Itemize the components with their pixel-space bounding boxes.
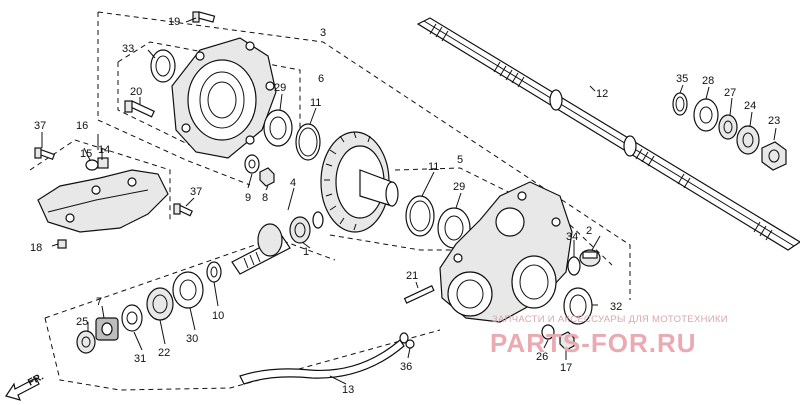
assembly-outline-3 bbox=[97, 11, 631, 300]
part-label-21: 21 bbox=[406, 270, 418, 282]
part-label-30: 30 bbox=[186, 333, 198, 345]
hex-nut bbox=[761, 141, 787, 171]
cap-25 bbox=[76, 330, 96, 354]
grommet-15 bbox=[85, 159, 99, 171]
assembly-outline-5 bbox=[329, 167, 613, 266]
ball-bearing-29-upper bbox=[263, 109, 293, 147]
part-label-23: 23 bbox=[768, 115, 780, 127]
o-ring-11-upper bbox=[295, 123, 321, 161]
clip-36 bbox=[405, 339, 415, 349]
nut-8 bbox=[259, 167, 275, 187]
part-label-11-middle: 11 bbox=[428, 161, 439, 173]
final-gear-case bbox=[439, 181, 573, 323]
part-label-3: 3 bbox=[320, 27, 326, 39]
bearing-22 bbox=[146, 287, 174, 321]
part-label-4: 4 bbox=[290, 177, 296, 189]
leader-lines bbox=[41, 17, 777, 385]
joint-31 bbox=[121, 304, 143, 332]
part-label-33: 33 bbox=[122, 43, 134, 55]
part-label-19: 19 bbox=[168, 16, 180, 28]
part-label-29-middle: 29 bbox=[453, 181, 465, 193]
part-label-2: 2 bbox=[586, 225, 592, 237]
part-label-36: 36 bbox=[400, 361, 412, 373]
part-label-17: 17 bbox=[560, 362, 572, 374]
collar-14 bbox=[97, 157, 109, 169]
bolt-19 bbox=[192, 11, 216, 23]
part-label-16: 16 bbox=[76, 120, 88, 132]
spline-coupler-7 bbox=[95, 317, 119, 341]
collar bbox=[718, 114, 738, 140]
breather-tube-13 bbox=[239, 332, 409, 385]
part-label-8: 8 bbox=[262, 192, 268, 204]
castle-nut bbox=[736, 125, 760, 155]
part-label-31: 31 bbox=[134, 353, 146, 365]
shim-10 bbox=[206, 261, 222, 283]
part-label-6: 6 bbox=[318, 73, 324, 85]
part-label-1: 1 bbox=[303, 246, 309, 258]
drain-bolt-17 bbox=[559, 331, 575, 351]
needle-bearing-1 bbox=[289, 216, 311, 244]
part-label-37-right: 37 bbox=[190, 186, 202, 198]
part-label-28: 28 bbox=[702, 75, 714, 87]
watermark-brand: PARTS-FOR.RU bbox=[490, 328, 697, 358]
part-label-29-upper: 29 bbox=[274, 82, 286, 94]
part-label-24: 24 bbox=[744, 100, 756, 112]
assembly-outline-6 bbox=[117, 41, 301, 151]
part-label-11-upper: 11 bbox=[310, 97, 321, 109]
shim bbox=[312, 211, 324, 229]
bolt-18 bbox=[57, 239, 67, 249]
part-label-37-left: 37 bbox=[34, 120, 46, 132]
part-label-25: 25 bbox=[76, 316, 88, 328]
skid-plate-16 bbox=[37, 169, 169, 233]
part-labels: 1 2 3 4 5 6 7 8 9 10 11 11 12 13 14 15 1… bbox=[30, 16, 780, 396]
front-direction-marker: FR. bbox=[5, 371, 46, 401]
oil-seal-34 bbox=[567, 256, 581, 276]
part-label-20: 20 bbox=[130, 86, 142, 98]
bolt-37-right bbox=[173, 203, 193, 217]
snap-ring bbox=[672, 92, 688, 116]
bearing-holder-cover bbox=[171, 37, 277, 159]
front-arrow-icon bbox=[5, 377, 40, 401]
part-label-14: 14 bbox=[98, 144, 110, 156]
ring-gear bbox=[320, 131, 399, 233]
front-direction-label: FR. bbox=[26, 371, 46, 388]
part-label-15: 15 bbox=[80, 148, 92, 160]
stud-21 bbox=[403, 285, 435, 304]
o-ring-11-middle bbox=[405, 195, 435, 237]
part-label-32: 32 bbox=[610, 301, 622, 313]
part-label-22: 22 bbox=[158, 347, 170, 359]
part-label-35: 35 bbox=[676, 73, 688, 85]
drive-shaft bbox=[416, 17, 800, 251]
oil-seal-32 bbox=[563, 287, 593, 325]
part-label-7: 7 bbox=[96, 296, 102, 308]
bolt-20 bbox=[124, 100, 155, 118]
part-label-12: 12 bbox=[596, 88, 608, 100]
part-label-13: 13 bbox=[342, 384, 354, 396]
part-label-5: 5 bbox=[457, 154, 463, 166]
watermark-tagline: ЗАПЧАСТИ И АКСЕССУАРЫ ДЛЯ МОТОТЕХНИКИ bbox=[492, 314, 728, 325]
bolt-37-left bbox=[34, 147, 56, 160]
filler-cap-2 bbox=[579, 249, 601, 267]
part-label-9: 9 bbox=[245, 192, 251, 204]
thrust-washer bbox=[693, 98, 719, 132]
pinion-gear bbox=[231, 223, 291, 275]
part-label-10: 10 bbox=[212, 310, 224, 322]
washer-26 bbox=[541, 324, 555, 340]
oil-seal-33 bbox=[150, 49, 176, 83]
watermark: ЗАПЧАСТИ И АКСЕССУАРЫ ДЛЯ МОТОТЕХНИКИ PA… bbox=[490, 314, 728, 358]
part-label-18: 18 bbox=[30, 242, 42, 254]
part-label-26: 26 bbox=[536, 351, 548, 363]
bearing-30 bbox=[172, 271, 204, 309]
part-label-27: 27 bbox=[724, 87, 736, 99]
part-label-34: 34 bbox=[566, 231, 578, 243]
washer-9 bbox=[244, 154, 260, 174]
